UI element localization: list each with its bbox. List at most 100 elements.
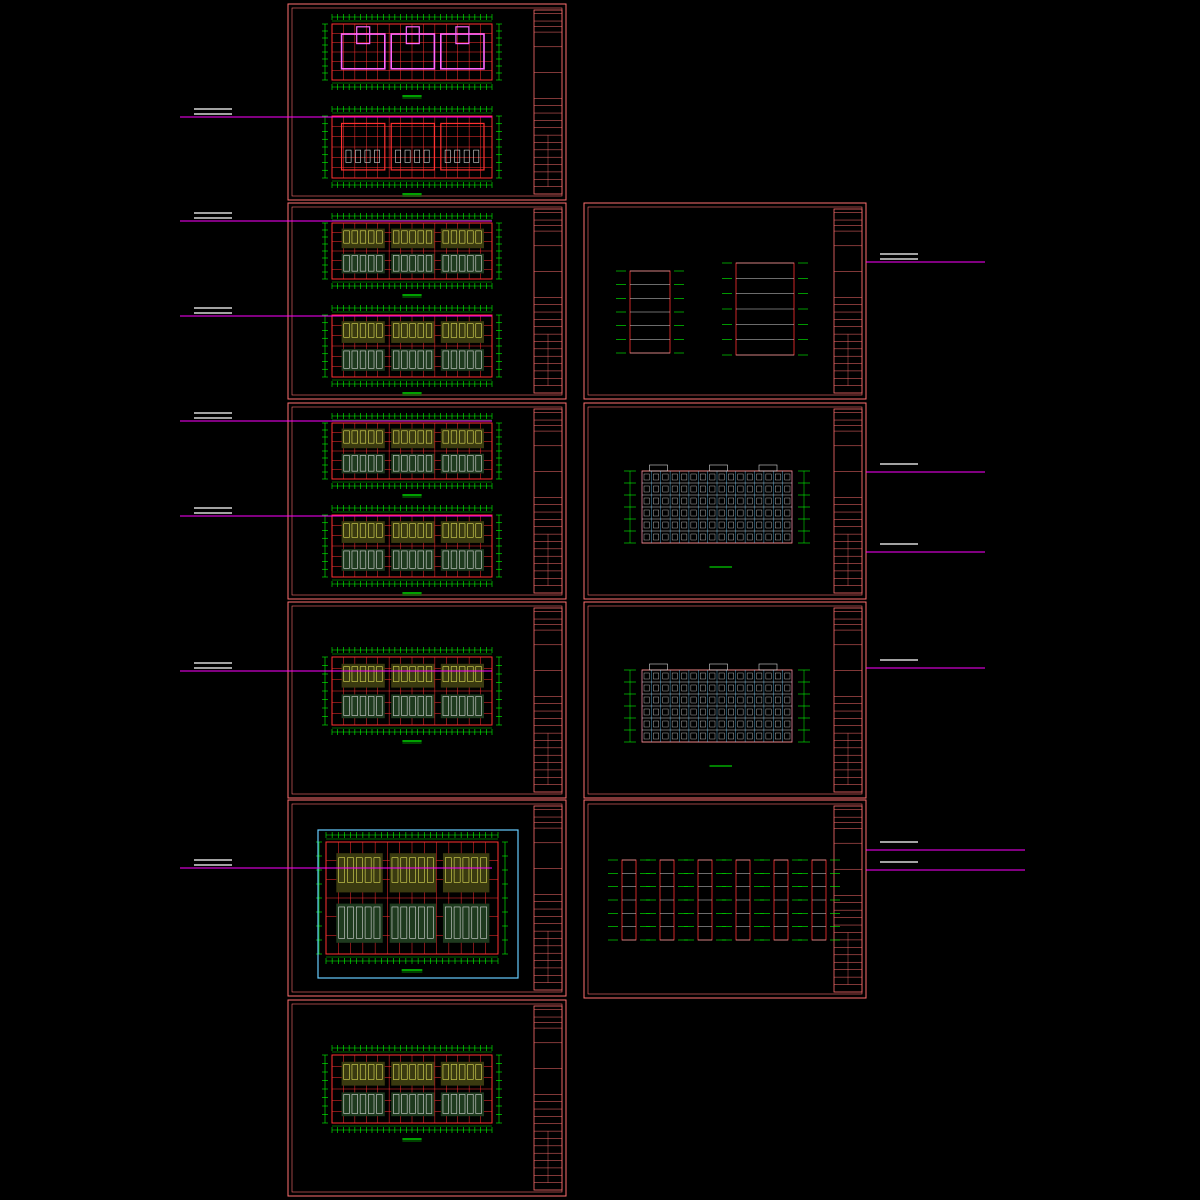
- window: [718, 521, 725, 529]
- window: [756, 696, 763, 704]
- room-outline: [359, 1094, 367, 1114]
- window: [681, 509, 688, 517]
- window: [709, 672, 716, 680]
- room-outline: [393, 1064, 400, 1080]
- window: [784, 720, 791, 728]
- room-outline: [425, 523, 433, 538]
- sheet-left-4: [287, 601, 567, 799]
- room-outline: [417, 696, 424, 716]
- room-outline: [393, 230, 400, 244]
- room-fill: [391, 521, 435, 543]
- room-outline: [351, 255, 358, 272]
- room-outline: [376, 350, 383, 369]
- window: [756, 485, 763, 493]
- window: [765, 485, 772, 493]
- room-outline: [393, 430, 400, 444]
- room-outline: [459, 350, 466, 369]
- fixture: [414, 149, 421, 163]
- room-outline: [343, 1064, 350, 1080]
- plan-outline: [331, 23, 493, 81]
- unit-wall: [340, 33, 386, 70]
- window: [728, 684, 734, 692]
- room-fill: [440, 321, 484, 343]
- room-fill: [391, 663, 435, 688]
- floor-plan: [322, 647, 502, 744]
- room-outline: [368, 455, 375, 472]
- room-outline: [359, 696, 367, 716]
- fixture: [374, 149, 380, 163]
- room-outline: [453, 857, 461, 883]
- room-outline: [417, 1094, 424, 1114]
- room-fill: [440, 1061, 484, 1086]
- window: [728, 672, 734, 680]
- window: [681, 672, 688, 680]
- room-outline: [417, 430, 424, 444]
- window: [775, 732, 781, 740]
- window: [784, 708, 791, 716]
- window: [718, 720, 725, 728]
- room-outline: [401, 430, 408, 444]
- room-outline: [401, 230, 408, 244]
- window: [775, 708, 781, 716]
- room-outline: [391, 857, 399, 883]
- room-outline: [442, 255, 449, 272]
- window: [728, 485, 734, 493]
- room-outline: [450, 696, 458, 716]
- room-outline: [417, 230, 424, 244]
- floor-plan: [322, 14, 502, 99]
- window: [700, 696, 706, 704]
- window: [690, 509, 697, 517]
- room-outline: [376, 230, 383, 244]
- room-outline: [351, 696, 358, 716]
- window: [643, 509, 650, 517]
- window: [756, 672, 763, 680]
- sheet-left-1: [287, 3, 567, 201]
- room-fill: [391, 453, 435, 474]
- window: [681, 708, 688, 716]
- room-outline: [401, 323, 408, 338]
- window: [737, 708, 744, 716]
- room-outline: [450, 523, 458, 538]
- window: [690, 684, 697, 692]
- window: [775, 672, 781, 680]
- title-block: [833, 408, 863, 594]
- window: [746, 672, 753, 680]
- room-outline: [393, 696, 400, 716]
- window: [690, 497, 697, 505]
- room-outline: [467, 666, 474, 682]
- room-outline: [453, 906, 461, 939]
- plan-outline: [331, 422, 493, 480]
- room-fill: [440, 453, 484, 474]
- roof-element: [649, 464, 668, 472]
- room-fill: [391, 428, 435, 449]
- fixture: [463, 149, 470, 163]
- room-outline: [368, 255, 375, 272]
- room-outline: [450, 230, 458, 244]
- annotation-leader: [180, 662, 492, 672]
- room-outline: [475, 550, 482, 569]
- room-outline: [442, 1094, 449, 1114]
- room-outline: [368, 523, 375, 538]
- window: [653, 509, 659, 517]
- room-outline: [338, 906, 345, 939]
- room-outline: [368, 230, 375, 244]
- room-outline: [359, 666, 367, 682]
- window: [671, 521, 678, 529]
- room-outline: [450, 350, 458, 369]
- window: [765, 720, 772, 728]
- sheet-border: [287, 3, 567, 201]
- floor-plan: [322, 305, 502, 396]
- room-outline: [471, 857, 479, 883]
- room-outline: [467, 323, 474, 338]
- room-outline: [401, 350, 408, 369]
- room-outline: [409, 255, 416, 272]
- room-outline: [450, 1094, 458, 1114]
- window: [775, 720, 781, 728]
- room-outline: [480, 906, 487, 939]
- window: [718, 509, 725, 517]
- room-fill: [440, 349, 484, 371]
- window: [737, 720, 744, 728]
- room-outline: [445, 857, 452, 883]
- window: [784, 732, 791, 740]
- window: [737, 533, 744, 541]
